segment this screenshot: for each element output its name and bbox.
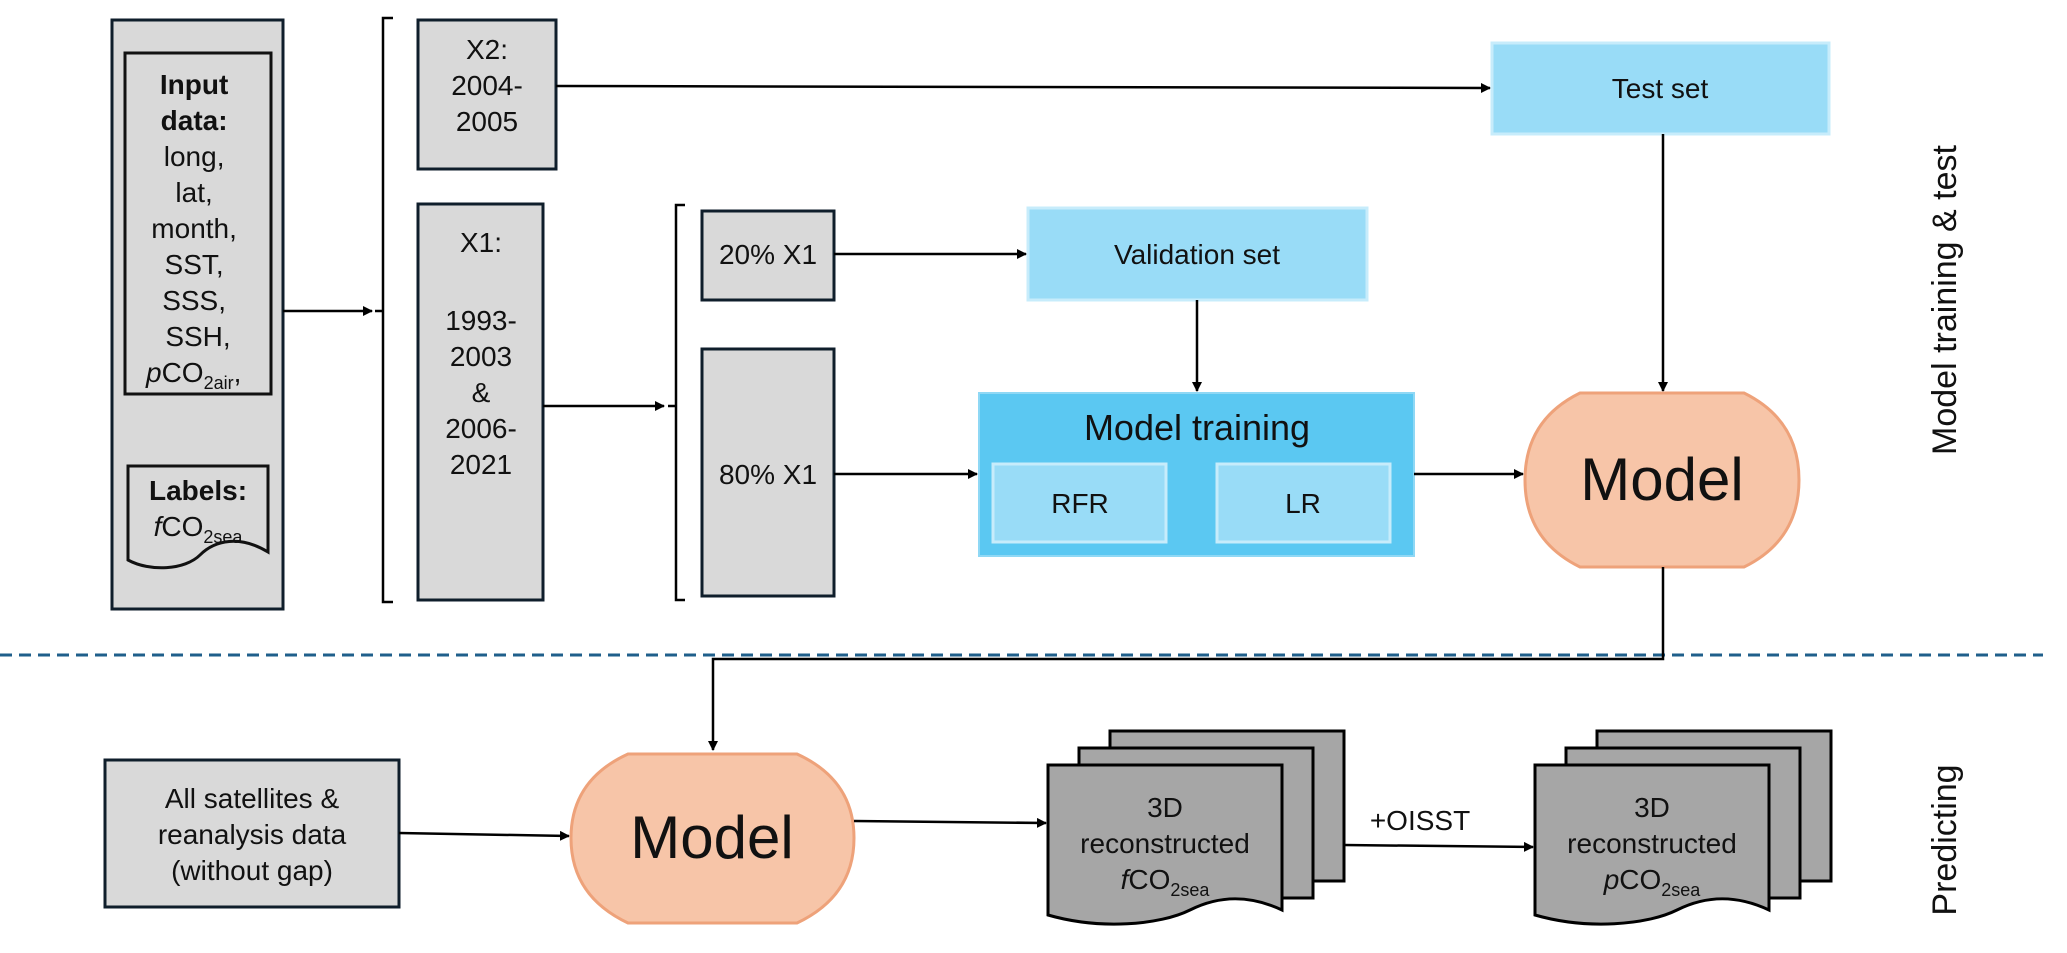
svg-text:X2:2004-2005: X2:2004-2005 — [451, 34, 523, 137]
bracket-split-1 — [375, 16, 393, 604]
lr-box — [1215, 462, 1392, 544]
model-training-title: Model training — [1084, 407, 1310, 448]
model-node-top: Model — [1523, 391, 1801, 569]
labels-title: Labels: — [149, 475, 247, 506]
input-title: Input — [160, 69, 228, 100]
svg-text:80% X1: 80% X1 — [719, 459, 817, 490]
svg-text:RFR: RFR — [1051, 488, 1109, 519]
svg-text:X1:1993-2003&2006-2021: X1:1993-2003&2006-2021 — [445, 227, 517, 480]
labels-doc-shape — [126, 464, 270, 570]
svg-text:Test set: Test set — [1612, 73, 1709, 104]
rfr-box — [991, 462, 1168, 544]
svg-text:fCO2sea: fCO2sea — [1121, 864, 1211, 900]
oisst-label: +OISST — [1370, 805, 1470, 836]
svg-text:LR: LR — [1285, 488, 1321, 519]
x2-box: X2:2004-2005 — [416, 18, 558, 171]
section-label-predicting: Predicting — [1926, 764, 1964, 915]
predict-input-box: All satellites &reanalysis data(without … — [103, 758, 401, 909]
arrow-model-to-fco2 — [853, 817, 1047, 828]
bracket-split-2 — [668, 203, 685, 602]
section-label-training: Model training & test — [1926, 144, 1964, 454]
arrow-input-to-model — [398, 830, 570, 841]
arrow-model-to-predict — [708, 567, 1665, 751]
model-training-box: Model training RFR LR — [978, 392, 1415, 557]
svg-text:Model: Model — [630, 804, 793, 871]
svg-text:Input data: long,: Input data: long, lat, month, SST, SSS, … — [151, 69, 244, 352]
svg-text:Validation set: Validation set — [1114, 239, 1280, 270]
arrow-fco2-to-pco2 — [1343, 841, 1534, 852]
svg-text:20% X1: 20% X1 — [719, 239, 817, 270]
validation-set-box: Validation set — [1026, 206, 1369, 302]
input-data-panel: Input data: long, lat, month, SST, SSS, … — [110, 18, 285, 611]
split-20-box: 20% X1 — [700, 209, 836, 302]
arrow-x2-to-test — [555, 82, 1491, 93]
pco2air-label: pCO2air, — [145, 357, 241, 393]
model-node-bottom: Model — [569, 752, 856, 925]
svg-text:pCO2sea: pCO2sea — [1603, 864, 1702, 900]
split-80-box: 80% X1 — [700, 347, 836, 598]
svg-text:All satellites &reanalysis dat: All satellites &reanalysis data(without … — [158, 783, 347, 886]
fco2sea-label: fCO2sea — [154, 511, 244, 547]
x1-box: X1:1993-2003&2006-2021 — [416, 202, 545, 602]
svg-text:Model: Model — [1580, 446, 1743, 513]
test-set-box: Test set — [1490, 41, 1831, 136]
